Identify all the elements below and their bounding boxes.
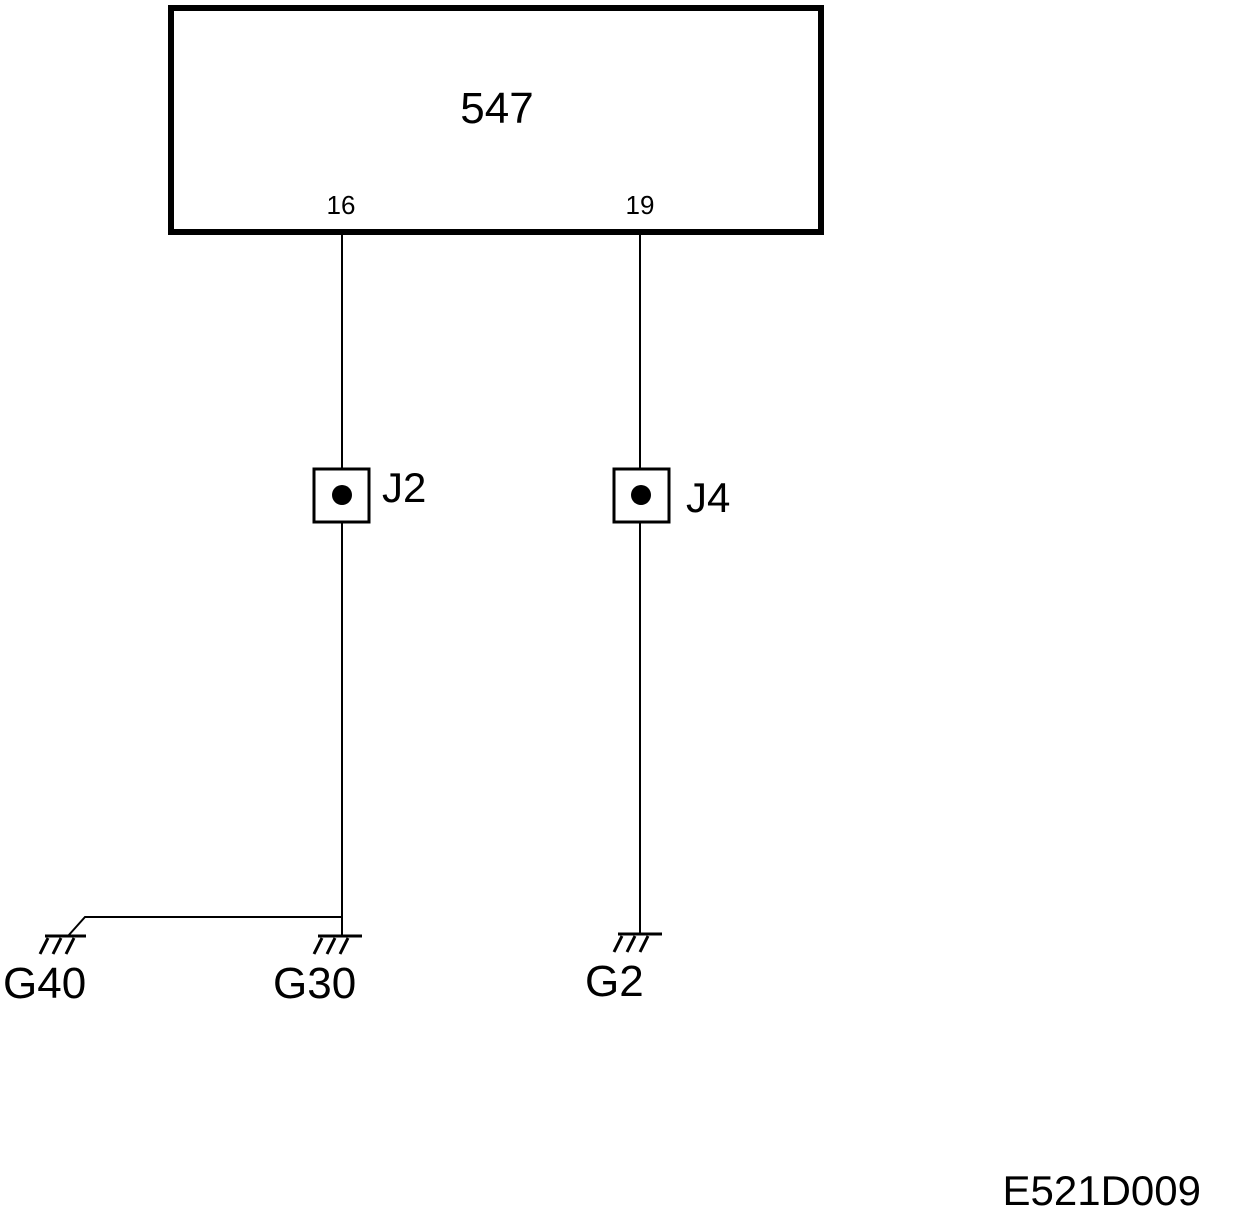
diagram-reference-code: E521D009 bbox=[1003, 1167, 1202, 1214]
wire-branch-g40 bbox=[67, 916, 342, 937]
connector-j4-label: J4 bbox=[686, 474, 730, 521]
connector-j2 bbox=[312, 467, 371, 524]
component-box bbox=[168, 5, 824, 235]
ground-g30-label: G30 bbox=[273, 959, 356, 1008]
connector-j4 bbox=[612, 467, 671, 524]
ground-g30-icon bbox=[312, 934, 362, 955]
ground-g2-label: G2 bbox=[585, 957, 644, 1006]
connector-j2-dot bbox=[332, 485, 352, 505]
ground-g2-icon bbox=[612, 932, 662, 953]
connector-j4-dot bbox=[631, 485, 651, 505]
component-label: 547 bbox=[460, 84, 533, 133]
connector-j2-label: J2 bbox=[382, 464, 426, 511]
ground-g40-label: G40 bbox=[3, 959, 86, 1008]
ground-g40-icon bbox=[38, 934, 86, 955]
pin-16-label: 16 bbox=[327, 190, 356, 220]
pin-19-label: 19 bbox=[626, 190, 655, 220]
